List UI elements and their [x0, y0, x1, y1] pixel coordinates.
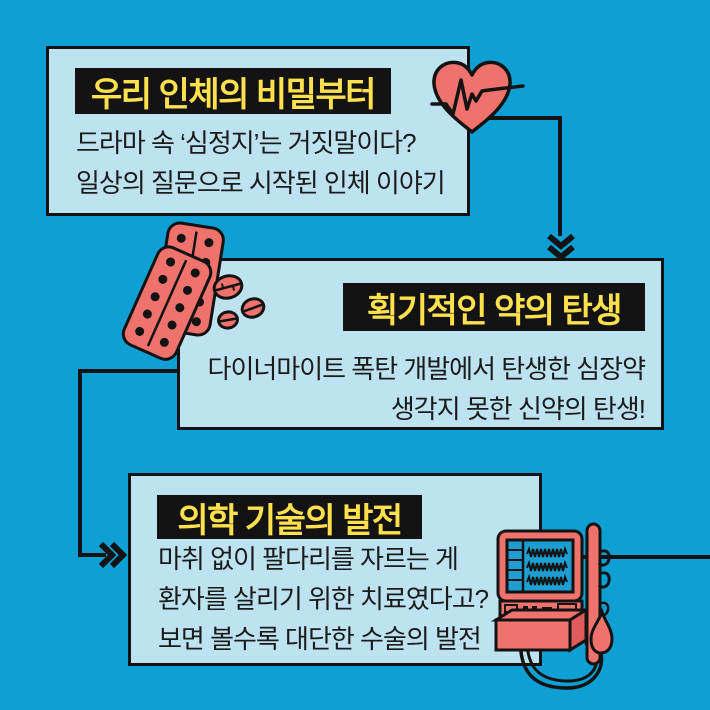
card1-line-2: 일상의 질문으로 시작된 인체 이야기 [76, 168, 446, 198]
connector-card3-inbound [78, 553, 106, 557]
card1-body: 드라마 속 ‘심정지’는 거짓말이다? 일상의 질문으로 시작된 인체 이야기 [76, 123, 446, 203]
connector-card1-horizontal [462, 116, 562, 120]
card3-line-2: 환자를 살리기 위한 치료였다고? [158, 584, 489, 614]
connector-card1-vertical [558, 116, 562, 236]
patient-monitor-icon [490, 522, 614, 690]
card3-title: 의학 기술의 발전 [177, 501, 403, 540]
chevron-right-icon [98, 541, 128, 569]
card3-title-box: 의학 기술의 발전 [157, 495, 422, 540]
heart-ecg-icon [430, 60, 525, 134]
card1-title-box: 우리 인체의 비밀부터 [75, 68, 391, 114]
card2-body: 다이너마이트 폭탄 개발에서 탄생한 심장약 생각지 못한 신약의 탄생! [207, 349, 646, 429]
pills-icon [121, 221, 266, 361]
chevron-down-icon [547, 233, 575, 261]
card1-title: 우리 인체의 비밀부터 [91, 75, 376, 114]
card2-line-1: 다이너마이트 폭탄 개발에서 탄생한 심장약 [207, 354, 646, 384]
connector-card2-horizontal [78, 369, 180, 373]
card-body-secrets: 우리 인체의 비밀부터 드라마 속 ‘심정지’는 거짓말이다? 일상의 질문으로… [46, 46, 470, 216]
connector-card3-outbound [576, 555, 710, 559]
card2-line-2: 생각지 못한 신약의 탄생! [390, 394, 646, 424]
card2-title: 획기적인 약의 탄생 [366, 291, 623, 330]
card2-title-box: 획기적인 약의 탄생 [343, 283, 645, 331]
card1-line-1: 드라마 속 ‘심정지’는 거짓말이다? [76, 128, 417, 158]
card3-line-3: 보면 볼수록 대단한 수술의 발전 [158, 624, 482, 654]
card-medical-tech: 의학 기술의 발전 마취 없이 팔다리를 자르는 게 환자를 살리기 위한 치료… [128, 473, 542, 666]
card3-body: 마취 없이 팔다리를 자르는 게 환자를 살리기 위한 치료였다고? 보면 볼수… [158, 539, 489, 659]
connector-card2-vertical [78, 369, 82, 557]
card3-line-1: 마취 없이 팔다리를 자르는 게 [158, 544, 459, 574]
